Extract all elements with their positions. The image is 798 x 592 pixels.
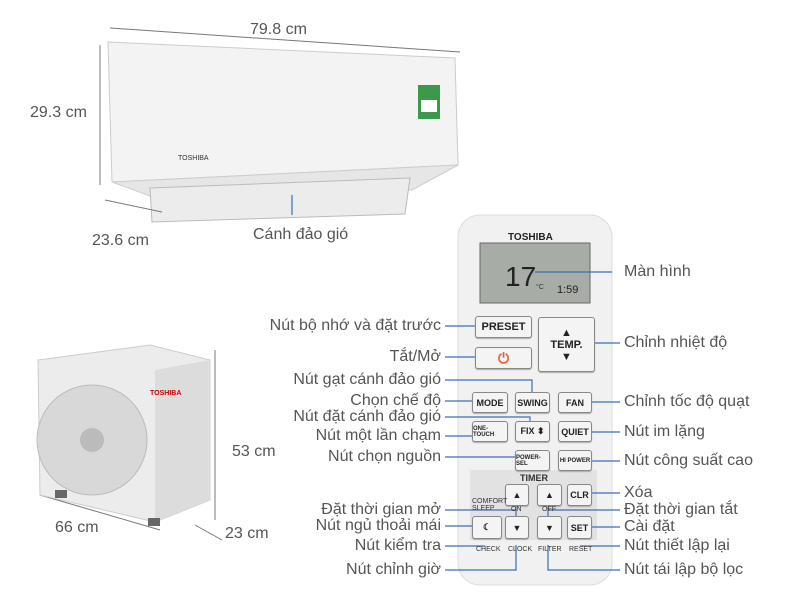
indoor-width: 79.8 cm (250, 21, 307, 38)
filter-button[interactable]: FILTER (538, 546, 562, 553)
power-sel-button[interactable]: POWER-SEL (515, 450, 550, 471)
reset-button[interactable]: RESET (569, 546, 593, 553)
display-unit: °C (536, 284, 544, 291)
power-button[interactable]: ⏻ (475, 347, 532, 369)
label-check: Nút kiểm tra (354, 537, 441, 554)
louver (149, 177, 411, 223)
clr-button[interactable]: CLR (567, 484, 592, 506)
check-button[interactable]: CHECK (476, 546, 501, 553)
outdoor-width: 66 cm (55, 519, 99, 536)
sleep-icon: ☾ (482, 522, 492, 532)
label-swing: Nút gạt cánh đảo gió (293, 371, 441, 388)
label-timer-off: Đặt thời gian tắt (624, 501, 738, 518)
timer-on-up-button[interactable]: ▲ (505, 484, 529, 506)
label-set: Cài đặt (624, 518, 675, 535)
timer-on-down-button[interactable]: ▼ (505, 516, 529, 539)
swing-button[interactable]: SWING (515, 392, 550, 413)
up-arrow-icon: ▲ (545, 490, 554, 500)
label-display: Màn hình (624, 263, 691, 280)
hi-power-button[interactable]: HI POWER (558, 450, 592, 471)
indoor-brand-logo: TOSHIBA (178, 155, 209, 162)
quiet-button[interactable]: QUIET (558, 421, 592, 442)
label-quiet: Nút im lặng (624, 423, 705, 440)
label-clr: Xóa (624, 484, 653, 501)
up-arrow-icon: ▲ (512, 490, 522, 500)
label-fix: Nút đặt cánh đảo gió (293, 408, 441, 425)
indoor-height: 29.3 cm (30, 104, 87, 121)
timer-off-down-button[interactable]: ▼ (537, 516, 562, 539)
label-preset: Nút bộ nhớ và đặt trước (269, 317, 441, 334)
down-arrow-icon: ▼ (545, 522, 554, 533)
label-one-touch: Nút một lần chạm (315, 427, 441, 444)
label-power-sel: Nút chọn nguồn (328, 448, 441, 465)
timer-label: TIMER (520, 473, 548, 483)
indoor-depth: 23.6 cm (92, 232, 149, 249)
power-icon: ⏻ (497, 349, 510, 366)
on-label: ON (511, 506, 522, 513)
temp-label: TEMP. (550, 338, 583, 351)
fan-button[interactable]: FAN (558, 392, 592, 413)
outdoor-depth: 23 cm (225, 525, 269, 542)
outdoor-brand-logo: TOSHIBA (150, 390, 182, 397)
down-arrow-icon: ▼ (512, 522, 522, 533)
label-timer-on: Đặt thời gian mở (321, 501, 441, 518)
preset-button[interactable]: PRESET (475, 316, 532, 338)
mode-button[interactable]: MODE (472, 392, 508, 413)
outdoor-unit (36, 344, 211, 526)
one-touch-button[interactable]: ONE-TOUCH (472, 421, 508, 442)
comfort-sleep-label: COMFORT SLEEP (472, 498, 508, 512)
dimension-lines (39, 27, 461, 541)
display-temp: 17 (505, 261, 537, 292)
remote-brand: TOSHIBA (508, 232, 553, 243)
label-filter: Nút tái lập bộ lọc (624, 561, 744, 578)
label-hi-power: Nút công suất cao (624, 452, 753, 469)
down-arrow-icon: ▼ (561, 350, 572, 363)
temp-button[interactable]: ▲TEMP.▼ (538, 317, 595, 372)
label-comfort-sleep: Nút ngủ thoải mái (315, 517, 441, 534)
set-button[interactable]: SET (567, 516, 592, 539)
display-time: 1:59 (557, 284, 579, 296)
label-power: Tắt/Mở (389, 348, 441, 365)
fix-button[interactable]: FIX ⬍ (515, 421, 550, 442)
label-temp: Chỉnh nhiệt độ (624, 334, 728, 351)
indoor-unit (107, 41, 459, 223)
label-clock: Nút chỉnh giờ (346, 561, 441, 578)
clock-button[interactable]: CLOCK (508, 546, 533, 553)
up-arrow-icon: ▲ (561, 326, 572, 339)
label-reset: Nút thiết lập lại (624, 537, 730, 554)
louver-label: Cánh đảo gió (253, 226, 349, 243)
label-fan: Chỉnh tốc độ quạt (624, 393, 750, 410)
label-mode: Chọn chế độ (350, 392, 441, 409)
off-label: OFF (542, 506, 556, 513)
timer-off-up-button[interactable]: ▲ (537, 484, 562, 506)
comfort-sleep-button[interactable]: ☾ (472, 516, 502, 539)
outdoor-height: 53 cm (232, 443, 276, 460)
